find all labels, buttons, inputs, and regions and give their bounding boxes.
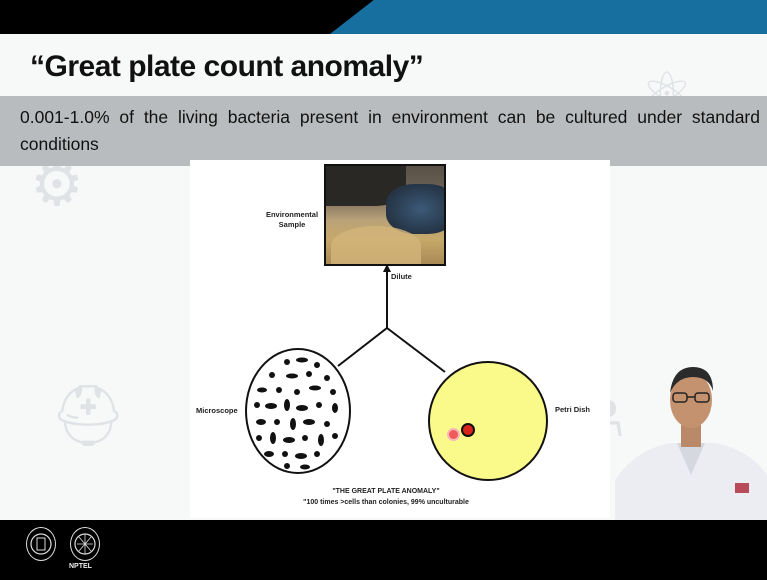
dilute-label: Dilute	[391, 272, 412, 282]
petri-dish-label: Petri Dish	[555, 405, 590, 415]
caption-title: "THE GREAT PLATE ANOMALY"	[296, 486, 476, 497]
caption-subtitle: "100 times >cells than colonies, 99% unc…	[296, 497, 476, 508]
speaker-neck	[681, 425, 701, 447]
footer-bar	[0, 520, 767, 580]
slide: ⚛ ⚙ ⛑ ⚗ “Great plate count anomaly” 0.00…	[0, 0, 767, 520]
small-colony	[449, 430, 458, 439]
bacteria-cells	[247, 350, 349, 472]
iit-logo-icon	[26, 527, 56, 561]
petri-dish	[428, 361, 548, 481]
speaker-video	[615, 355, 767, 520]
nptel-logo-icon	[70, 527, 100, 561]
large-colony	[461, 423, 475, 437]
nptel-text: NPTEL	[69, 563, 92, 570]
microscope-view	[245, 348, 351, 474]
arrow-head	[383, 264, 391, 272]
figure-caption: "THE GREAT PLATE ANOMALY" "100 times >ce…	[296, 486, 476, 508]
shirt-pocket-pen	[735, 483, 749, 493]
microscope-label: Microscope	[196, 406, 238, 416]
branch-right-line	[387, 328, 445, 372]
